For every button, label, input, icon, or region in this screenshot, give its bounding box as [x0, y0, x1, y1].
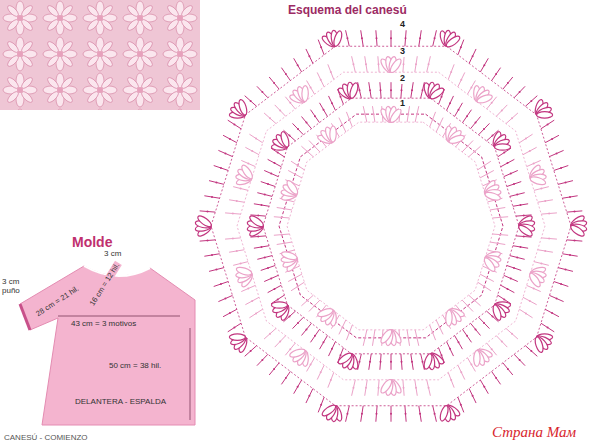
dimension-label: 3 cm	[104, 250, 121, 259]
round-number: 1	[399, 99, 406, 109]
chain-ring	[279, 114, 503, 338]
round-2	[247, 82, 536, 370]
dimension-label: Molde	[72, 235, 112, 250]
dimension-label: CANESÚ - COMIENZO	[4, 434, 88, 443]
garment-pattern	[20, 266, 195, 425]
watermark: Страна Мам	[492, 424, 576, 441]
round-number: 2	[399, 74, 406, 84]
dimension-label: DELANTERA - ESPALDA	[74, 398, 167, 407]
round-4	[195, 30, 588, 422]
round-1	[274, 106, 508, 346]
dimension-label: 43 cm = 3 motivos	[70, 320, 137, 329]
round-number: 3	[399, 47, 406, 57]
stitch-photo	[0, 0, 200, 110]
round-3	[225, 56, 557, 396]
yoke-chart	[195, 30, 588, 422]
chart-title: Esquema del canesú	[286, 4, 409, 17]
dimension-label: 3 cm puño	[2, 278, 28, 296]
round-number: 4	[399, 20, 406, 30]
dimension-label: 50 cm = 38 hil.	[108, 362, 162, 371]
